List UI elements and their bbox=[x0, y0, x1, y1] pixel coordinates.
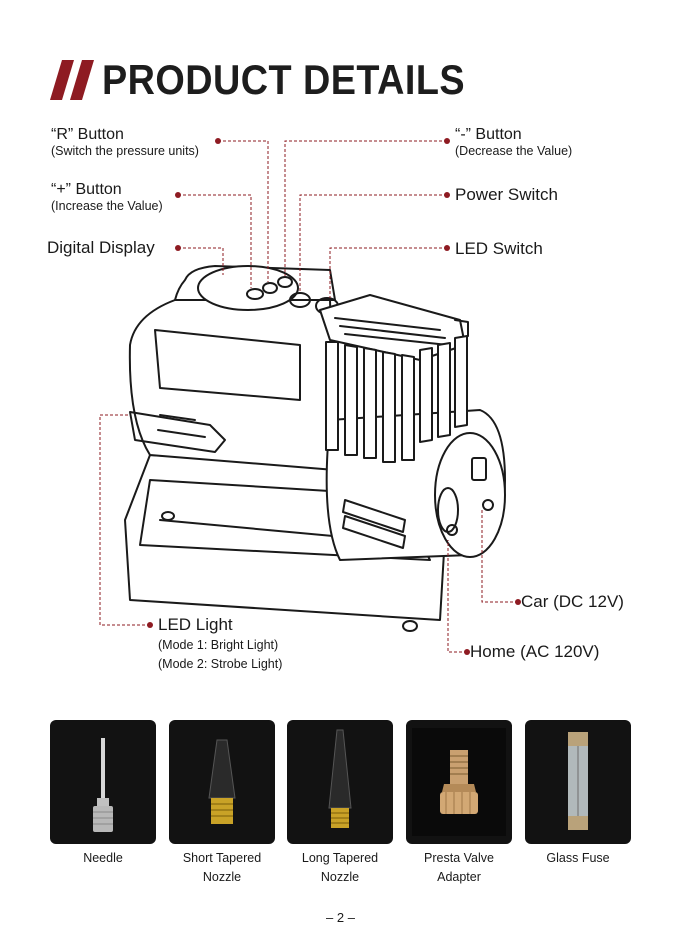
car-dc-label: Car (DC 12V) bbox=[521, 593, 624, 611]
accessory-glass-fuse bbox=[525, 720, 631, 844]
accessory-long-nozzle bbox=[287, 720, 393, 844]
caption-glass-fuse: Glass Fuse bbox=[518, 849, 638, 868]
page-number: – 2 – bbox=[0, 910, 681, 925]
minus-button-description: (Decrease the Value) bbox=[455, 144, 572, 159]
glass-fuse-icon bbox=[525, 720, 631, 844]
caption-short-nozzle: Short Tapered Nozzle bbox=[162, 849, 282, 887]
callout-dot bbox=[215, 138, 221, 144]
led-switch-label: LED Switch bbox=[455, 240, 543, 258]
caption-long-nozzle: Long Tapered Nozzle bbox=[280, 849, 400, 887]
plus-button-description: (Increase the Value) bbox=[51, 199, 163, 214]
long-nozzle-icon bbox=[287, 720, 393, 844]
short-nozzle-icon bbox=[169, 720, 275, 844]
r-button-label: “R” Button bbox=[51, 126, 124, 144]
led-light-mode2: (Mode 2: Strobe Light) bbox=[158, 657, 282, 672]
caption-presta-adapter: Presta Valve Adapter bbox=[399, 849, 519, 887]
accessory-short-nozzle bbox=[169, 720, 275, 844]
digital-display-label: Digital Display bbox=[47, 239, 155, 257]
r-button-description: (Switch the pressure units) bbox=[51, 144, 199, 159]
callout-dot bbox=[444, 192, 450, 198]
minus-button-label: “-” Button bbox=[455, 126, 522, 144]
callout-dot bbox=[444, 138, 450, 144]
callout-dot bbox=[175, 192, 181, 198]
callout-dot bbox=[175, 245, 181, 251]
home-ac-label: Home (AC 120V) bbox=[470, 643, 599, 661]
callout-dot bbox=[147, 622, 153, 628]
led-light-mode1: (Mode 1: Bright Light) bbox=[158, 638, 278, 653]
plus-button-label: “+” Button bbox=[51, 181, 122, 199]
caption-needle: Needle bbox=[43, 849, 163, 868]
accessory-needle bbox=[50, 720, 156, 844]
accessory-presta-adapter bbox=[406, 720, 512, 844]
led-light-label: LED Light bbox=[158, 616, 233, 634]
callout-dot bbox=[444, 245, 450, 251]
needle-icon bbox=[50, 720, 156, 844]
power-switch-label: Power Switch bbox=[455, 186, 558, 204]
presta-adapter-icon bbox=[406, 720, 512, 844]
